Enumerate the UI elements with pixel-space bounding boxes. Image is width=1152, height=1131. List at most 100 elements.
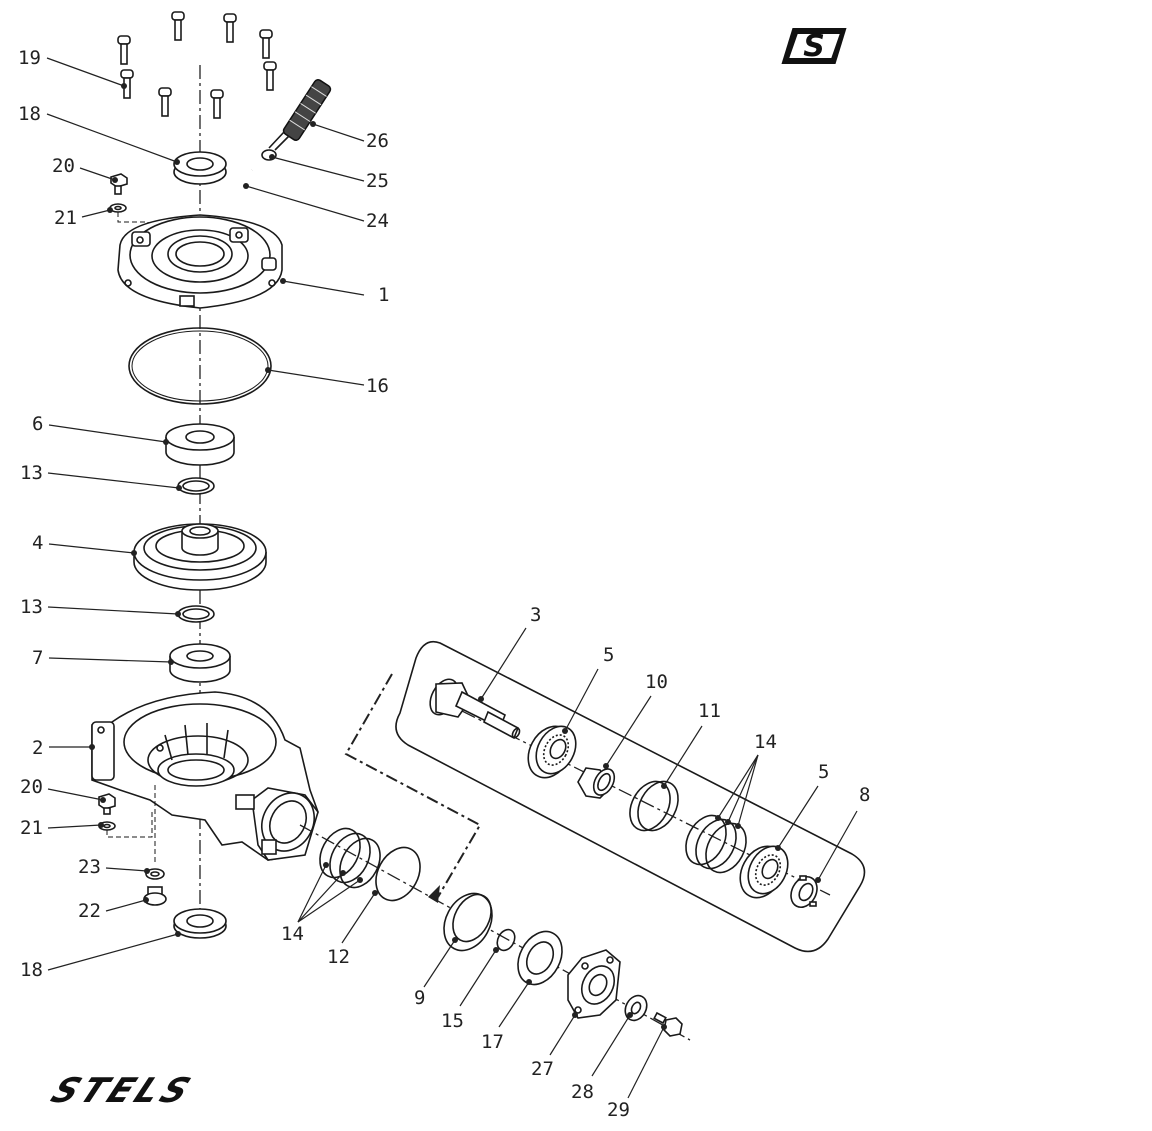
callout-label-15: 15	[441, 1010, 464, 1032]
screw	[158, 87, 172, 117]
callout-label-23: 23	[78, 856, 101, 878]
leader-line-18	[47, 933, 179, 971]
part-5-left-bearing	[527, 725, 577, 779]
callout-label-18: 18	[18, 103, 41, 125]
leader-line-18	[46, 113, 178, 163]
leader-line-20	[47, 788, 104, 801]
callout-label-27: 27	[531, 1058, 554, 1080]
screw	[210, 89, 224, 119]
callout-label-1: 1	[378, 284, 389, 306]
leader-line-22	[105, 899, 147, 912]
leader-dot-15	[493, 947, 499, 953]
brand-badge-letter: S	[803, 29, 825, 64]
leader-line-5	[564, 668, 599, 732]
screw	[117, 35, 131, 65]
callout-label-5: 5	[818, 761, 829, 783]
callout-label-10: 10	[645, 671, 668, 693]
leader-line-20	[79, 167, 116, 181]
leader-dot-7	[168, 659, 174, 665]
part-8-lock-nut	[790, 875, 818, 909]
leader-line-23	[105, 867, 148, 872]
leader-line-16	[267, 369, 365, 386]
part-10-bushing	[577, 767, 616, 799]
leader-line-6	[48, 424, 167, 443]
leader-line-29	[627, 1026, 665, 1099]
callout-label-25: 25	[366, 170, 389, 192]
part-13-lower-shim	[177, 605, 215, 623]
callout-label-20: 20	[20, 776, 43, 798]
leader-dot-23	[144, 868, 150, 874]
connection-arrow-head	[428, 885, 440, 903]
leader-dot-20	[100, 797, 106, 803]
connection-path	[344, 673, 482, 898]
part-24-breather-tube	[238, 169, 254, 205]
part-18-bottom-oil-seal	[173, 908, 227, 939]
callout-label-22: 22	[78, 900, 101, 922]
callout-label-28: 28	[571, 1081, 594, 1103]
callout-label-2: 2	[32, 737, 43, 759]
leader-line-19	[46, 57, 125, 87]
leader-dot-2	[89, 744, 95, 750]
leader-line-25	[271, 156, 365, 182]
leader-dot-16	[265, 367, 271, 373]
leader-line-4	[48, 543, 135, 554]
stels-logo-text: STELS	[45, 1072, 200, 1111]
part-7-bearing	[169, 643, 231, 683]
screw	[259, 29, 273, 59]
leader-dot-11	[661, 783, 667, 789]
leader-14-upper	[715, 754, 759, 829]
callout-label-7: 7	[32, 647, 43, 669]
callout-label-11: 11	[698, 700, 721, 722]
part-27-flange	[567, 949, 621, 1019]
leader-line-17	[498, 981, 530, 1028]
leader-line-28	[591, 1014, 631, 1077]
part-20-lower-bolt	[98, 793, 116, 815]
leader-dot-22	[143, 897, 149, 903]
leader-line-7	[48, 657, 172, 663]
part-28-washer	[624, 994, 648, 1022]
part-6-bearing	[165, 423, 235, 466]
callout-label-16: 16	[366, 375, 389, 397]
leader-line-21	[47, 824, 102, 829]
part-14-lower-springs	[319, 827, 381, 889]
callout-labels: 1918202126252411661341372202123221814129…	[18, 47, 870, 1121]
callout-label-21: 21	[20, 817, 43, 839]
callout-label-8: 8	[859, 784, 870, 806]
leader-dot-24	[243, 183, 249, 189]
callout-label-13: 13	[20, 596, 43, 618]
part-23-washer	[145, 868, 165, 880]
leader-dot-13	[175, 611, 181, 617]
leader-line-10	[605, 695, 652, 767]
part-5-right-bearing	[739, 845, 789, 899]
callout-label-20: 20	[52, 155, 75, 177]
leader-line-9	[423, 939, 456, 988]
callout-label-29: 29	[607, 1099, 630, 1121]
leader-dot-3	[478, 696, 484, 702]
callout-label-19: 19	[18, 47, 41, 69]
screw	[171, 11, 185, 41]
leader-line-27	[549, 1014, 576, 1056]
leader-line-21	[81, 209, 111, 218]
leader-dot-21	[107, 207, 113, 213]
callout-label-4: 4	[32, 532, 43, 554]
part-2-main-housing	[91, 691, 319, 861]
part-18-top-oil-seal	[173, 151, 227, 185]
part-13-upper-shim	[177, 477, 215, 495]
part-12-circlip	[375, 846, 421, 902]
leader-line-5	[777, 785, 819, 849]
callout-label-12: 12	[327, 946, 350, 968]
leader-dot-1	[280, 278, 286, 284]
part-17-seal	[517, 930, 563, 986]
callout-label-18: 18	[20, 959, 43, 981]
part-16-o-ring	[128, 327, 272, 405]
callout-label-26: 26	[366, 130, 389, 152]
part-29-nut	[653, 1011, 683, 1037]
leader-line-26	[312, 123, 365, 142]
callout-label-6: 6	[32, 413, 43, 435]
screw	[263, 61, 277, 91]
part-15-snap-ring	[496, 928, 516, 952]
leader-line-11	[663, 725, 703, 787]
leader-dot-8	[815, 877, 821, 883]
